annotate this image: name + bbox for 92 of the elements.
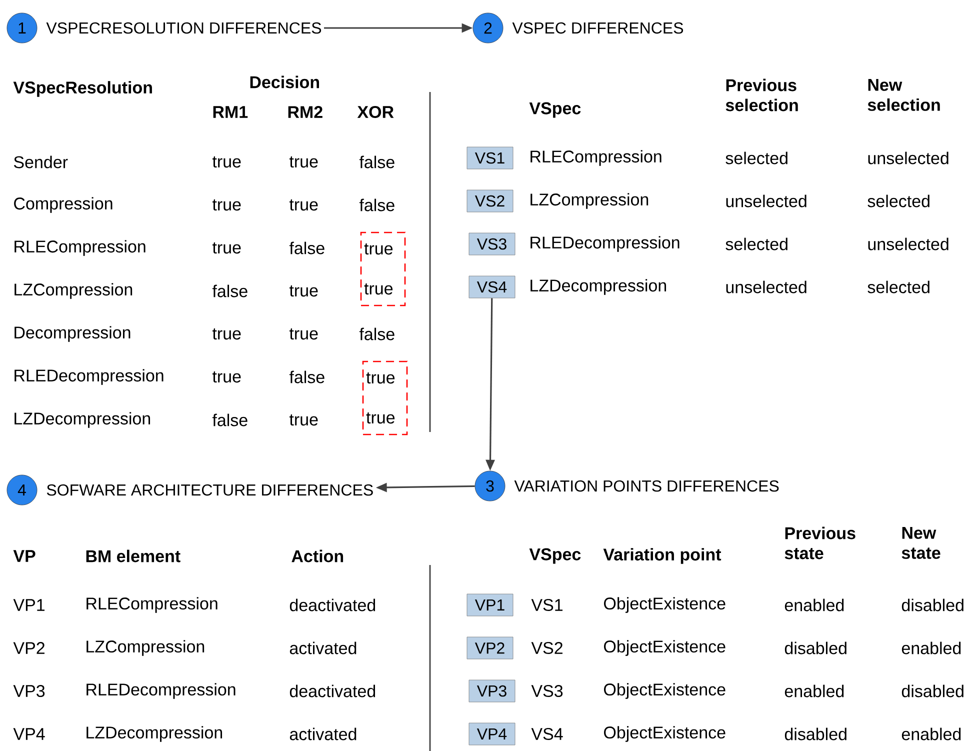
column-header: Decision: [250, 76, 319, 88]
table-cell: RLEDecompression: [86, 683, 236, 699]
table-cell: unselected: [726, 280, 806, 294]
table-cell: false: [359, 328, 394, 340]
table-cell: Compression: [14, 197, 112, 213]
column-header: RM1: [213, 106, 248, 118]
id-box: VS3: [468, 232, 516, 256]
table-cell: true: [289, 328, 318, 340]
column-header: VP: [13, 550, 36, 562]
table-cell: VS3: [531, 684, 563, 698]
table-cell: RLEDecompression: [530, 236, 680, 252]
column-header: BM element: [86, 550, 180, 562]
table-cell: false: [212, 284, 248, 298]
table-cell: false: [289, 242, 324, 254]
table-cell: enabled: [902, 728, 961, 740]
table-cell: activated: [290, 728, 356, 740]
table-cell: Decompression: [14, 326, 130, 342]
table-cell: unselected: [868, 152, 948, 164]
table-cell: LZDecompression: [14, 412, 150, 428]
table-cell: activated: [290, 642, 356, 654]
table-cell: RLECompression: [530, 150, 662, 166]
column-header: New selection: [868, 79, 940, 111]
table-cell: VS4: [531, 728, 563, 740]
table-cell: true: [212, 242, 241, 254]
id-box: VP3: [468, 680, 516, 702]
column-header: VSpec: [529, 102, 581, 118]
column-header: VSpecResolution: [13, 81, 152, 97]
table-cell: VS2: [531, 642, 562, 654]
table-cell: disabled: [902, 684, 964, 698]
table-cell: VP1: [13, 599, 44, 611]
id-box: VS4: [468, 276, 516, 298]
table-cell: true: [212, 199, 241, 211]
table-cell: ObjectExistence: [604, 640, 726, 656]
table-cell: VP4: [13, 728, 45, 740]
table-cell: LZCompression: [86, 640, 204, 656]
table-cell: VP2: [13, 642, 44, 654]
table-cell: VS1: [531, 598, 562, 612]
table-cell: Sender: [14, 156, 68, 168]
table-cell: enabled: [784, 684, 844, 698]
table-cell: true: [289, 199, 318, 211]
table-cell: enabled: [902, 642, 961, 654]
table-cell: LZDecompression: [530, 279, 666, 295]
highlight-box: true true: [362, 360, 408, 436]
table-cell: ObjectExistence: [604, 726, 726, 742]
table-cell: RLEDecompression: [14, 369, 164, 385]
table-cell: disabled: [784, 642, 846, 654]
id-box: VP1: [466, 594, 514, 616]
table-cell: LZDecompression: [86, 726, 222, 742]
section-heading: VARIATION POINTS DIFFERENCES: [514, 480, 779, 492]
section-heading: VSPECRESOLUTION DIFFERENCES: [46, 22, 322, 34]
column-header: Previous selection: [726, 78, 798, 112]
table-cell: true: [212, 371, 241, 383]
table-cell: LZCompression: [14, 283, 132, 299]
table-cell: ObjectExistence: [604, 683, 726, 699]
column-header: RM2: [288, 106, 322, 118]
table-cell: true: [212, 156, 241, 168]
column-header: Previous state: [784, 526, 856, 560]
section-heading: VSPEC DIFFERENCES: [512, 22, 684, 34]
table-cell: true: [212, 328, 241, 340]
table-cell: true: [289, 156, 318, 168]
id-box: VP4: [468, 722, 516, 746]
column-header: VSpec: [529, 548, 581, 564]
table-cell: deactivated: [290, 684, 376, 698]
table-cell: RLECompression: [86, 597, 218, 613]
table-cell: unselected: [726, 194, 806, 208]
column-header: New state: [902, 527, 940, 559]
table-cell: false: [359, 198, 394, 212]
column-header: Action: [292, 550, 344, 562]
table-cell: selected: [726, 238, 788, 250]
table-cell: selected: [868, 280, 930, 294]
table-cell: selected: [726, 152, 788, 164]
table-cell: disabled: [902, 598, 964, 612]
table-cell: deactivated: [290, 598, 376, 612]
section-heading: SOFWARE ARCHITECTURE DIFFERENCES: [46, 484, 373, 496]
table-cell: false: [289, 370, 324, 384]
column-header: Variation point: [603, 548, 722, 564]
table-cell: enabled: [784, 598, 844, 612]
id-box: VP2: [466, 636, 514, 660]
table-cell: ObjectExistence: [604, 597, 726, 613]
table-cell: true: [289, 285, 318, 297]
table-cell: VP3: [13, 684, 45, 698]
column-header: XOR: [357, 106, 394, 118]
table-cell: disabled: [784, 728, 846, 740]
id-box: VS2: [466, 190, 514, 212]
id-box: VS1: [466, 146, 514, 170]
table-cell: RLECompression: [14, 240, 146, 256]
table-cell: false: [359, 156, 394, 168]
table-cell: true: [289, 414, 318, 426]
table-cell: unselected: [868, 238, 948, 250]
table-cell: LZCompression: [530, 193, 648, 209]
table-cell: selected: [868, 194, 930, 208]
table-cell: false: [212, 414, 248, 426]
